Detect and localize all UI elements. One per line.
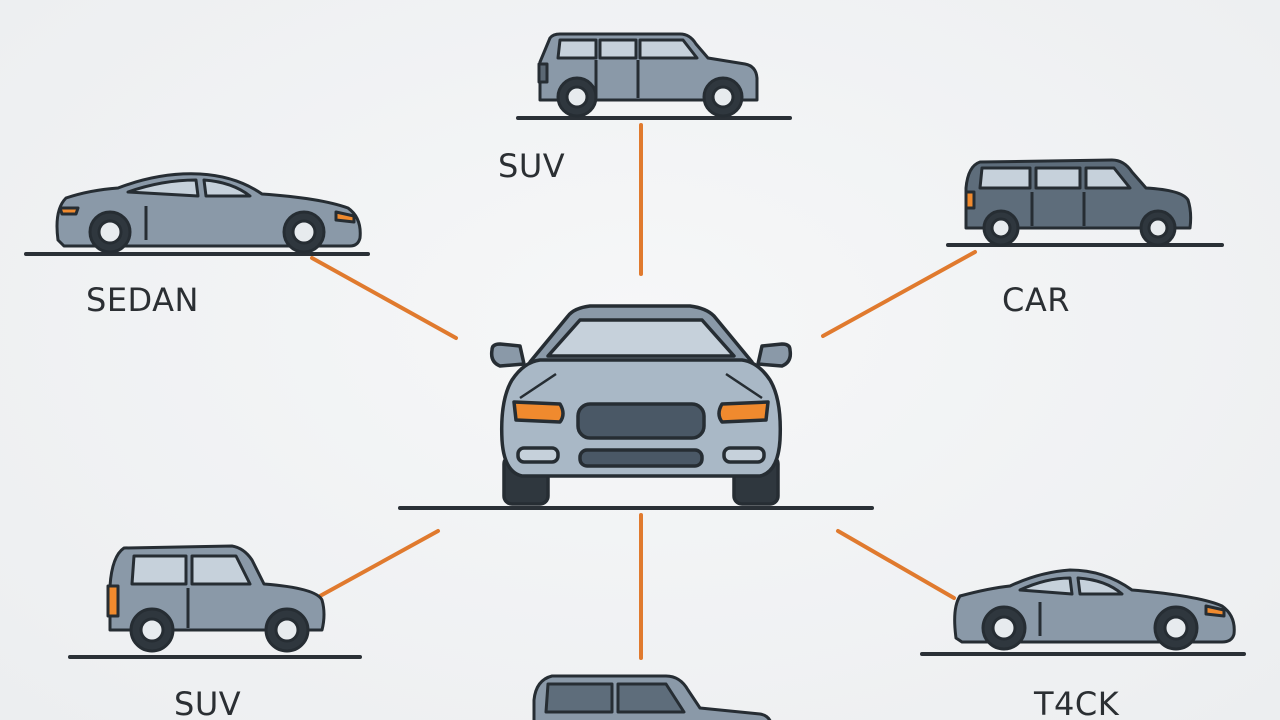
van-side-icon [964,158,1193,247]
pickup-truck-icon [532,674,772,720]
connector-right-bottom [836,529,956,600]
sports-sedan-side-icon [55,172,362,254]
connector-left-top [310,256,458,340]
connector-right-top [821,250,977,338]
ground-lines [24,116,1246,659]
connector-left-bottom [318,529,440,598]
label-car: CAR [1002,281,1070,319]
car-front-icon [489,304,793,506]
label-truck: T4CK [1034,685,1120,720]
connectors [310,123,977,660]
coupe-side-icon [953,568,1236,651]
suv-side-icon [537,32,759,118]
label-sedan: SEDAN [86,281,199,319]
label-top-suv: SUV [498,147,566,185]
compact-suv-side-icon [106,544,326,653]
label-bottom-suv: SUV [174,685,242,720]
